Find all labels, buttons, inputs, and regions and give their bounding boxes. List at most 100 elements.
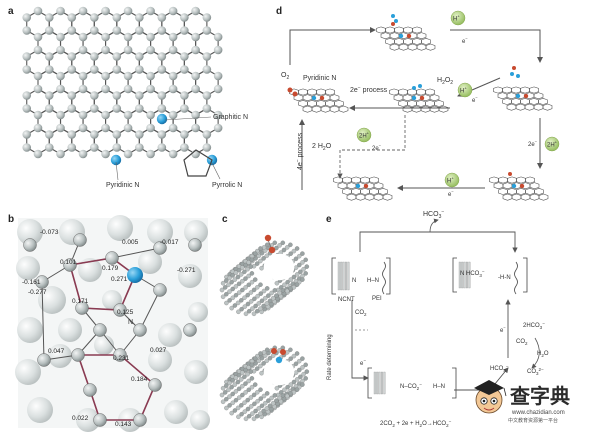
sheet-hex [533, 92, 544, 100]
tube-atom [294, 246, 300, 251]
tube-atom [243, 381, 248, 386]
tube-atom [248, 264, 254, 269]
oxygen-atom [264, 234, 272, 242]
charge-value: -0.017 [160, 239, 179, 246]
sheet-hex [398, 43, 409, 51]
charge-value: 0.125 [117, 309, 134, 316]
carbon-atom [157, 104, 167, 113]
electron-label: e− [500, 325, 506, 334]
graphitic-n-pointer [164, 116, 212, 121]
sheet-hex [403, 37, 413, 45]
carbon-atom [168, 32, 178, 42]
ncnt-pei-box [331, 257, 391, 295]
tube-wall [466, 261, 468, 289]
sheet-hex [516, 187, 526, 195]
hco3-b-label: HCO3− [490, 364, 509, 373]
carbon-atom [135, 104, 144, 113]
tube-atom [261, 288, 267, 294]
dashed-arrow [337, 115, 406, 179]
tube-atom [258, 396, 264, 401]
carbon-active-site [523, 93, 529, 99]
tube-atom [264, 347, 270, 353]
sheet-hex [520, 86, 530, 94]
charge-sign: − [379, 143, 382, 148]
sheet-hex [493, 182, 504, 190]
background-atom [17, 219, 43, 245]
tube-atom [240, 370, 245, 375]
tube-atom [249, 279, 255, 285]
charge-sign: − [475, 95, 478, 100]
sheet-hex [329, 105, 340, 113]
tube-atom [220, 280, 226, 286]
tube-atom [264, 406, 270, 411]
h2o-label: H2O [537, 351, 549, 358]
carbon-atom [146, 84, 155, 94]
sheet-hex [429, 105, 440, 113]
tube-atom [266, 293, 271, 298]
tube-atom [230, 378, 235, 383]
tube-atom [239, 298, 244, 303]
background-atom [17, 317, 43, 343]
sheet-hex [438, 105, 449, 113]
carbon-atom [33, 84, 43, 94]
sheet-hex [380, 32, 391, 40]
tube-atom [269, 395, 274, 401]
sheet-hex [534, 187, 544, 195]
h-plus-icon-text: H+ [453, 14, 460, 23]
background-atom [148, 348, 172, 372]
tube-wall [463, 261, 466, 289]
carbon-atom [180, 13, 189, 22]
carbon-atom [191, 71, 200, 81]
pyridinic-n-pointer [115, 161, 119, 181]
sheet-hex [337, 182, 348, 190]
charge-value: -0.271 [177, 267, 196, 274]
h-n-label: H–N [433, 384, 445, 390]
carbon-atom [135, 130, 144, 139]
sheet-hex [425, 88, 435, 96]
sheet-hex [525, 176, 535, 184]
tube-atom [232, 382, 238, 387]
sheet-hex [502, 97, 512, 105]
tube-atom [303, 257, 308, 263]
two-e-process-label: 2e− process [350, 85, 388, 94]
flow-arrow [351, 300, 369, 381]
tube-atom [269, 290, 274, 296]
carbon-atom [180, 91, 189, 100]
sheet-hex [538, 97, 548, 105]
carbon-atom [213, 123, 223, 133]
carbon-atom [101, 149, 110, 159]
tube-atom [245, 371, 250, 377]
tube-atom [272, 240, 278, 246]
carbon-atom [33, 32, 43, 42]
charge-sign: + [457, 14, 460, 19]
h-plus-icon [444, 172, 460, 188]
tube-atom [222, 285, 228, 290]
atom [23, 238, 37, 252]
background-atom [38, 286, 66, 314]
carbon-atom [168, 45, 178, 55]
tube-atom [296, 253, 302, 259]
tube-atom [236, 290, 242, 295]
panel-a-label: a [8, 6, 14, 17]
o2-atom [287, 87, 293, 93]
tube-atom [240, 392, 245, 398]
sheet-hex [425, 43, 436, 51]
tube-atom [246, 378, 251, 384]
tube-atom [282, 387, 287, 393]
tube-atom [272, 288, 278, 293]
panel-c-label: c [222, 214, 228, 225]
carbon-atom [67, 104, 77, 113]
pyridinic-n-d-label: Pyridinic N [303, 75, 336, 82]
carbon-atom [101, 123, 110, 133]
tube-atom [236, 386, 242, 392]
sheet-hex [346, 193, 357, 201]
carbon-atom [33, 123, 43, 133]
charge-sign: + [555, 140, 558, 145]
tube-atom [252, 277, 258, 282]
tube-atom [230, 391, 235, 397]
tube-atom [294, 351, 300, 356]
carbon-atom [213, 45, 223, 55]
carbon-atom [67, 91, 77, 100]
carbon-atom [157, 65, 167, 74]
tube-atom [248, 290, 254, 295]
